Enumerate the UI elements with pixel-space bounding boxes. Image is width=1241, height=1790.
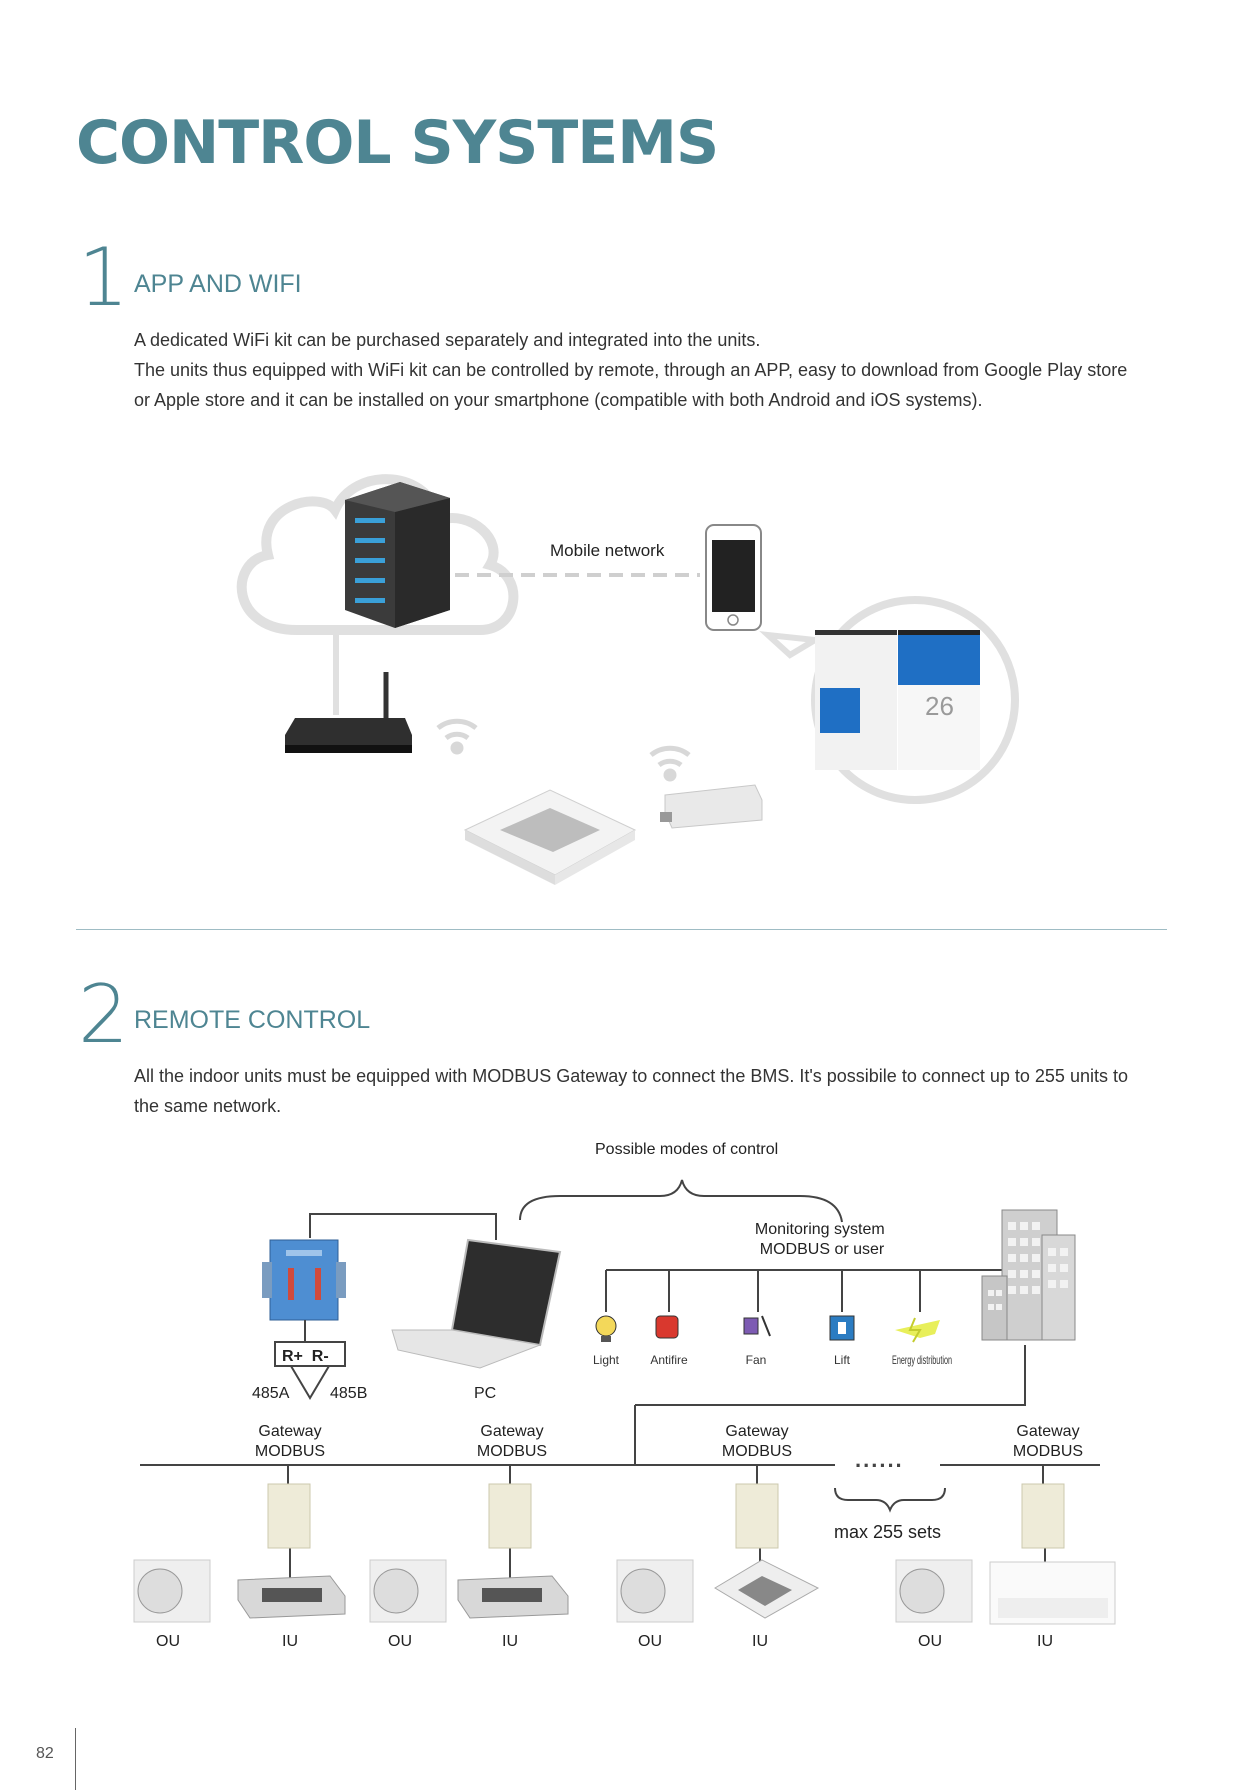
gateway-label: MODBUS: [255, 1443, 325, 1460]
outdoor-unit-icon: [133, 1559, 211, 1623]
gateway-label: Gateway: [1016, 1423, 1079, 1440]
pc-label: PC: [474, 1385, 496, 1402]
unit-label: OU: [156, 1633, 180, 1650]
gateway-label: Gateway: [725, 1423, 788, 1440]
device-label: Antifire: [650, 1353, 688, 1367]
gateway-label: MODBUS: [722, 1443, 792, 1460]
section-1-number: 1: [78, 231, 129, 324]
building-icon: [981, 1209, 1076, 1341]
unit-label: OU: [638, 1633, 662, 1650]
fan-icon: [743, 1315, 771, 1337]
terminal-label: R+ R-: [282, 1348, 329, 1365]
gateway-module-icon: [735, 1483, 779, 1549]
continuation-dots: ......: [855, 1447, 904, 1472]
svg-text:Monitoring system MODBUS o: Monitoring system MODBUS or user: [755, 1221, 889, 1258]
page-number: 82: [36, 1745, 54, 1762]
device-label: Fan: [746, 1353, 767, 1367]
wifi-icon: [436, 718, 478, 755]
outdoor-unit-icon: [616, 1559, 694, 1623]
possible-modes-label: Possible modes of control: [595, 1141, 778, 1158]
brace: [519, 1179, 843, 1223]
section-2-number: 2: [78, 968, 129, 1061]
section-1-paragraph-line: A dedicated WiFi kit can be purchased se…: [134, 330, 761, 350]
energy-distribution-icon: [895, 1317, 940, 1343]
monitoring-label-line: MODBUS or user: [760, 1241, 885, 1258]
unit-label: IU: [1037, 1633, 1053, 1650]
laptop-icon: [391, 1238, 562, 1369]
section-1-paragraph-line: The units thus equipped with WiFi kit ca…: [134, 360, 1128, 410]
gateway-module-icon: [488, 1483, 532, 1549]
gateway-label: Gateway: [480, 1423, 543, 1440]
section-1-title: APP AND WIFI: [134, 270, 302, 298]
mobile-network-label: Mobile network: [550, 541, 665, 560]
router-icon: [285, 672, 412, 753]
unit-label: IU: [282, 1633, 298, 1650]
unit-label: IU: [502, 1633, 518, 1650]
section-2-paragraph: All the indoor units must be equipped wi…: [134, 1066, 1128, 1116]
monitoring-label-line: Monitoring system: [755, 1221, 885, 1238]
unit-label: OU: [388, 1633, 412, 1650]
terminal-box: [274, 1341, 346, 1367]
ducted-unit-icon: [457, 1575, 569, 1619]
wifi-icon: [649, 745, 691, 782]
cassette-unit-icon: [463, 789, 637, 885]
section-divider: [76, 929, 1167, 930]
gateway-label: Gateway: [258, 1423, 321, 1440]
antifire-icon: [655, 1315, 679, 1339]
page-number-divider: [75, 1728, 76, 1790]
outdoor-units: [133, 1559, 973, 1623]
smartphone-icon: [705, 524, 762, 631]
port-a-label: 485A: [252, 1385, 290, 1402]
port-b-label: 485B: [330, 1385, 367, 1402]
unit-label: IU: [752, 1633, 768, 1650]
unit-label: OU: [918, 1633, 942, 1650]
page-title: CONTROL SYSTEMS: [76, 108, 719, 178]
app-bubble: [759, 596, 1019, 804]
section-1-paragraph: A dedicated WiFi kit can be purchased se…: [134, 325, 1144, 415]
gateway-module-icon: [1021, 1483, 1065, 1549]
gateway-modules: [267, 1483, 1065, 1549]
max-brace: [834, 1487, 946, 1513]
gateway-label: MODBUS: [477, 1443, 547, 1460]
wifi-module-icon: [660, 784, 763, 829]
modbus-converter-icon: [262, 1239, 346, 1321]
app-temperature: 26: [925, 691, 954, 721]
device-label: Light: [593, 1353, 620, 1367]
device-label: Lift: [834, 1353, 851, 1367]
device-label: Energy distribution: [892, 1353, 952, 1367]
indoor-units: [237, 1559, 1116, 1625]
gateway-module-icon: [267, 1483, 311, 1549]
section-2-title: REMOTE CONTROL: [134, 1006, 371, 1034]
max-sets-label: max 255 sets: [834, 1522, 941, 1542]
ceiling-unit-icon: [989, 1561, 1116, 1625]
outdoor-unit-icon: [895, 1559, 973, 1623]
server-icon: [345, 482, 450, 628]
light-bulb-icon: [595, 1315, 617, 1342]
lift-icon: [829, 1315, 855, 1341]
cassette-unit-icon: [714, 1559, 820, 1619]
outdoor-unit-icon: [369, 1559, 447, 1623]
gateway-label: MODBUS: [1013, 1443, 1083, 1460]
ducted-unit-icon: [237, 1575, 346, 1619]
